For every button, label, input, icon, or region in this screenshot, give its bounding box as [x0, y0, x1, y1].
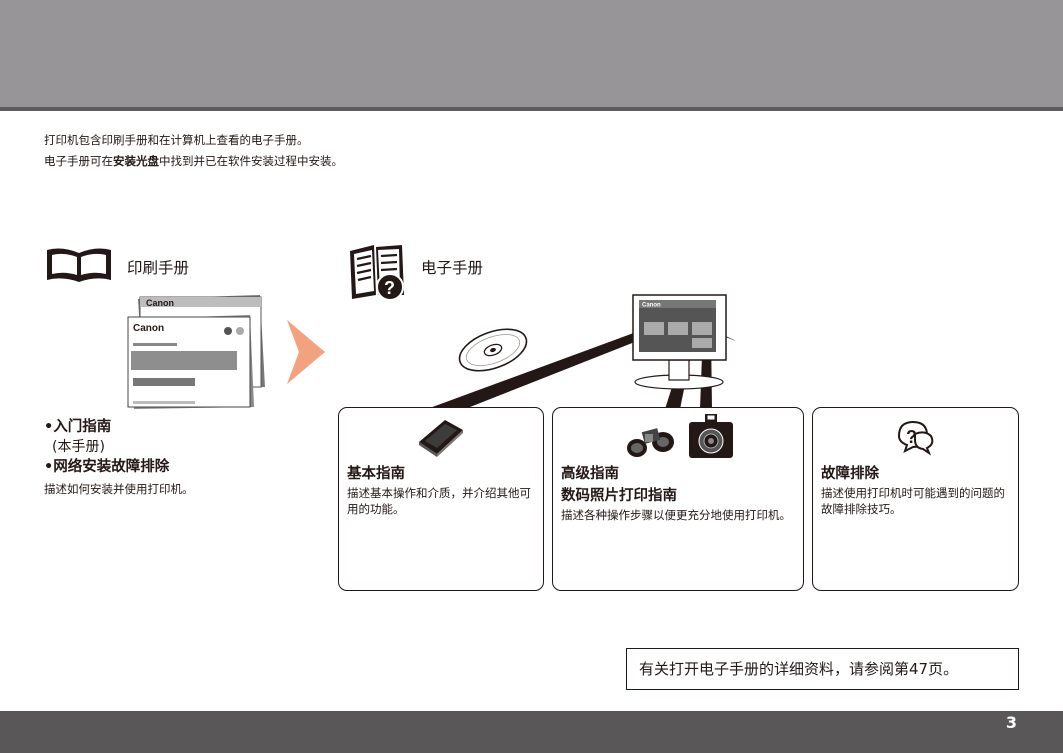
- printed-manual-title: 印刷手册: [127, 259, 190, 277]
- basic-guide-title: 基本指南: [347, 466, 405, 482]
- manual-reference-note: 有关打开电子手册的详细资料，请参阅第47页。: [626, 648, 1019, 690]
- printed-manuals-illustration: Canon Canon: [127, 295, 265, 409]
- header-band: [0, 0, 1063, 107]
- book-icon: [419, 420, 463, 457]
- network-troubleshooting-desc: 描述如何安装并使用打印机。: [44, 482, 194, 496]
- help-document-icon: ?: [350, 245, 404, 301]
- network-troubleshooting-item: •网络安装故障排除: [44, 459, 170, 475]
- troubleshooting-card: ? 故障排除 描述使用打印机时可能遇到的问题的故障排除技巧。: [812, 407, 1019, 591]
- electronic-manual-illustration: Canon: [427, 294, 735, 409]
- getting-started-item: •入门指南: [44, 419, 112, 435]
- intro-line-2: 电子手册可在安装光盘中找到并已在软件安装过程中安装。: [44, 151, 343, 172]
- back-booklet-brand: Canon: [146, 298, 174, 308]
- advanced-guide-title: 高级指南: [561, 466, 619, 482]
- footer-band: [0, 711, 1063, 753]
- open-book-icon: [47, 248, 111, 282]
- setup-cd-rom-label: 安装光盘: [113, 154, 159, 168]
- photo-print-guide-title: 数码照片打印指南: [561, 488, 677, 504]
- monitor-icon: Canon: [632, 294, 727, 390]
- intro-line-2-post: 中找到并已在软件安装过程中安装。: [159, 154, 343, 168]
- svg-text:?: ?: [384, 278, 395, 298]
- question-bubble-icon: ?: [897, 420, 934, 456]
- intro-line-2-pre: 电子手册可在: [44, 154, 113, 168]
- cd-rom-icon: [458, 328, 528, 372]
- advanced-guide-card: 高级指南 数码照片打印指南 描述各种操作步骤以便更充分地使用打印机。: [552, 407, 804, 591]
- troubleshooting-desc: 描述使用打印机时可能遇到的问题的故障排除技巧。: [821, 486, 1005, 516]
- page-number: 3: [1005, 713, 1017, 732]
- intro-line-1: 打印机包含印刷手册和在计算机上查看的电子手册。: [44, 133, 309, 147]
- electronic-manual-title: 电子手册: [421, 259, 484, 277]
- svg-text:?: ?: [906, 427, 917, 447]
- printed-manual-list: •入门指南 (本手册) •网络安装故障排除 描述如何安装并使用打印机。: [44, 417, 194, 499]
- arrow-right-icon: [287, 320, 325, 384]
- binoculars-camera-icon: [627, 414, 733, 458]
- front-booklet-brand: Canon: [133, 323, 164, 334]
- troubleshooting-title: 故障排除: [821, 466, 879, 482]
- getting-started-note: (本手册): [52, 439, 105, 455]
- header-divider: [0, 107, 1063, 111]
- screen-brand: Canon: [642, 303, 661, 309]
- intro-text: 打印机包含印刷手册和在计算机上查看的电子手册。 电子手册可在安装光盘中找到并已在…: [44, 130, 343, 172]
- basic-guide-desc: 描述基本操作和介质，并介绍其他可用的功能。: [347, 486, 531, 516]
- basic-guide-card: 基本指南 描述基本操作和介质，并介绍其他可用的功能。: [338, 407, 544, 591]
- advanced-guide-desc: 描述各种操作步骤以便更充分地使用打印机。: [561, 508, 791, 522]
